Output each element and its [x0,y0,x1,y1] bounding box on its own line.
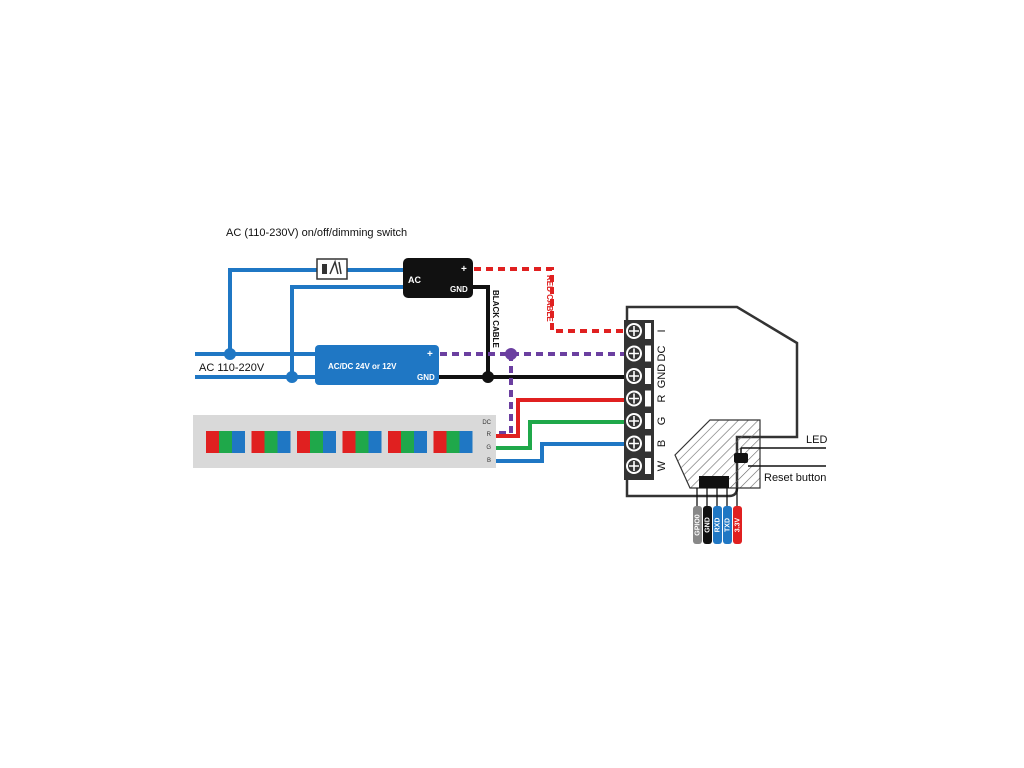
header-pin-label: GPIO0 [695,514,702,536]
header-pin-label: TXD [725,518,732,532]
led-chip [264,431,278,453]
led-segment [297,431,336,453]
terminal-w: W [626,458,668,474]
junction-dot [482,371,494,383]
header-pin-label: GND [705,517,712,533]
strip-pin-label: DC [482,420,491,426]
led-segments [206,431,473,453]
terminal-b: B [626,435,668,452]
header-pin-33v: 3.3V [733,488,742,544]
reset-label: Reset button [764,472,826,484]
mains-live-wire [195,268,404,356]
junction-dot [286,371,298,383]
led-segment [433,431,473,453]
led-chip [401,431,414,453]
driver-gnd-label: GND [417,373,435,382]
header-pin-txd: TXD [723,488,732,544]
header-pin-label: 3.3V [735,517,742,532]
strip-pin-label: R [487,432,492,438]
black-cable-label: BLACK CABLE [491,290,500,348]
terminal-list: I DC GND R G B W [626,323,668,474]
controller-body [625,305,799,498]
b-blue-wire [496,442,627,463]
header-pin-gnd: GND [703,488,712,544]
led-chip [232,431,245,453]
terminal-g: G [626,413,668,429]
led-strip: DC R G B [193,415,496,468]
switch-icon [316,258,348,280]
mains-label: AC 110-220V [199,362,265,374]
psu-gnd-black-wire [470,285,490,377]
dc-purple-dashed-wire [440,352,627,435]
led-segment [251,431,291,453]
terminal-label: DC [656,346,668,362]
header-pin-label: RXD [715,518,722,533]
driver-plus-label: + [427,349,433,360]
led-chip [323,431,336,453]
header-pin-rxd: RXD [713,488,722,544]
acdc-driver-box: AC/DC 24V or 12V + GND [315,345,439,385]
led-chip [297,431,310,453]
led-chip [459,431,473,453]
switch-title: AC (110-230V) on/off/dimming switch [226,227,407,239]
led-label: LED [806,434,827,446]
wires [195,267,627,463]
terminal-label: G [656,417,668,426]
terminal-r: R [626,390,668,407]
red-cable-label: RED CABLE [545,275,554,322]
psu-ac-label: AC [408,275,421,285]
terminal-label: B [656,440,668,447]
terminal-label: GND [656,364,668,389]
psu-box: AC + GND [403,258,473,298]
terminal-label: R [656,394,668,402]
mains-neutral-wire [195,285,404,379]
g-green-wire [496,420,627,450]
led-chip [446,431,460,453]
psu-plus-label: + [461,264,467,275]
led-segment [342,431,382,453]
junction-dot [505,348,517,360]
driver-label: AC/DC 24V or 12V [328,362,397,371]
led-chip [251,431,265,453]
header-pin-gpio0: GPIO0 [693,488,702,544]
led-chip [355,431,369,453]
led-segment [206,431,245,453]
led-chip [277,431,291,453]
junction-dot [224,348,236,360]
strip-pin-label: B [487,458,491,464]
led-chip [219,431,232,453]
led-chip [388,431,401,453]
strip-pin-label: G [486,445,491,451]
pcb-hatched-area [674,419,761,489]
r-red-wire [496,398,627,438]
led-chip [368,431,382,453]
red-cable-dashed [474,267,627,333]
led-chip [433,431,447,453]
header-connector [699,476,729,488]
led-segment [388,431,427,453]
terminal-gnd: GND [626,364,668,389]
led-chip [342,431,356,453]
terminal-dc: DC [626,345,668,362]
led-chip [206,431,219,453]
strip-pin-labels: DC R G B [482,420,491,464]
terminal-label: I [656,329,668,332]
psu-gnd-label: GND [450,285,468,294]
status-led-icon [734,453,748,463]
led-chip [310,431,323,453]
terminal-i: I [626,323,668,339]
terminal-label: W [656,460,668,471]
led-chip [414,431,427,453]
